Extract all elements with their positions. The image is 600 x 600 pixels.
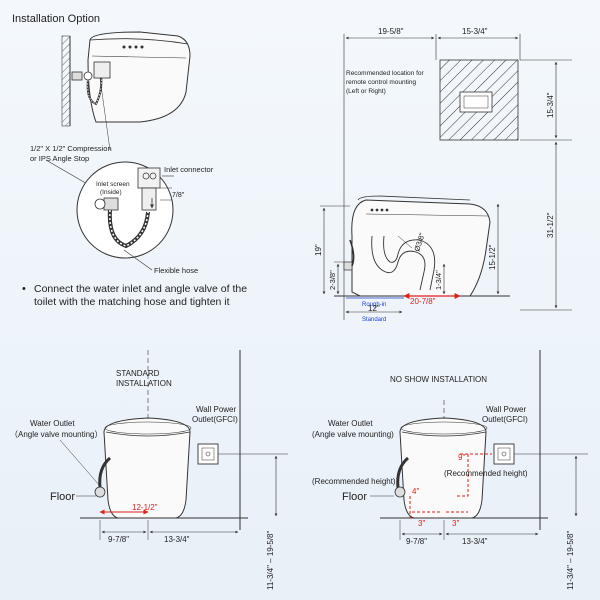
- dim-2-3-8: 2-3/8": [328, 270, 337, 290]
- inlet-screen-1: Inlet screen: [96, 181, 130, 188]
- noshow-water-outlet-2: (Angle valve mounting): [312, 430, 394, 439]
- dim-7-8: 7/8": [172, 192, 185, 199]
- dim-19: 19": [314, 244, 323, 256]
- noshow-dim-9: 9": [458, 453, 465, 462]
- dim-1-3-4: 1-3/4": [434, 270, 443, 290]
- dim-top-left: 19-5/8": [378, 27, 404, 36]
- noshow-dim-9-7-8: 9-7/8": [406, 537, 427, 546]
- noshow-water-outlet-1: Water Outlet: [328, 419, 373, 428]
- std-water-outlet-1: Water Outlet: [30, 419, 75, 428]
- bullet: •: [22, 283, 26, 295]
- hose-std: [98, 456, 112, 489]
- dim-20-7-8: 20-7/8": [410, 297, 436, 306]
- noshow-power-2: Outlet(GFCI): [482, 415, 528, 424]
- toilet-front-noshow: [399, 417, 488, 519]
- noshow-dim-13-3-4: 13-3/4": [462, 537, 488, 546]
- instruction-line-1: Connect the water inlet and angle valve …: [34, 283, 247, 295]
- toilet-side-profile: [343, 195, 491, 297]
- toilet-front-std: [103, 417, 192, 519]
- remote-label-3: (Left or Right): [346, 88, 386, 95]
- noshow-power-1: Wall Power: [486, 405, 526, 414]
- inlet-screen-2: (Inside): [100, 189, 122, 196]
- noshow-dim-4: 4": [412, 487, 419, 496]
- std-heading-2: INSTALLATION: [116, 379, 172, 388]
- remote-label-1: Recommended location for: [346, 70, 425, 77]
- wall-hatch: [61, 35, 71, 127]
- leader-zoom: [99, 77, 111, 151]
- panel1-title: Installation Option: [12, 13, 100, 25]
- rec-line-right: [456, 454, 469, 497]
- noshow-heading: NO SHOW INSTALLATION: [390, 375, 487, 384]
- standard-label: Standard: [362, 317, 386, 323]
- compression-label-1: 1/2" X 1/2" Compression: [30, 144, 112, 153]
- compression-label-2: or IPS Angle Stop: [30, 154, 89, 163]
- remote-label-2: remote control mounting: [346, 79, 416, 86]
- angle-valve-small: [71, 61, 111, 106]
- inlet-connector-label: Inlet connector: [164, 165, 214, 174]
- std-power-1: Wall Power: [196, 405, 236, 414]
- std-dim-12-half: 12-1/2": [132, 503, 158, 512]
- hose-noshow: [396, 456, 410, 489]
- valve-noshow: [394, 486, 406, 498]
- leader-hose: [123, 249, 153, 271]
- noshow-rec-height-right: (Recommended height): [444, 469, 528, 478]
- noshow-dim-3-b: 3": [452, 519, 459, 528]
- panel-standard-installation: STANDARD INSTALLATION Water Outlet （Angl…: [10, 350, 288, 590]
- detail-circle: [76, 161, 174, 259]
- panel-dimensions: 19-5/8" 15-3/4" Recommended location for…: [314, 27, 572, 323]
- dim-15-half: 15-1/2": [488, 244, 497, 270]
- noshow-dim-3-a: 3": [418, 519, 425, 528]
- noshow-dim-vertical: 11-3/4" – 19-5/8": [566, 530, 575, 590]
- dim-top-right: 15-3/4": [462, 27, 488, 36]
- std-heading-1: STANDARD: [116, 369, 160, 378]
- std-dim-9-7-8: 9-7/8": [108, 535, 129, 544]
- std-water-outlet-2: （Angle valve mounting）: [10, 430, 103, 439]
- std-floor-label: Floor: [50, 491, 75, 503]
- flexible-hose-label: Flexible hose: [154, 266, 198, 275]
- valve-std: [94, 486, 106, 498]
- dim-12: 12": [368, 304, 380, 313]
- noshow-rec-height-left: (Recommended height): [312, 477, 396, 486]
- panel-no-show-installation: NO SHOW INSTALLATION Water Outlet (Angle…: [312, 350, 588, 590]
- dim-remote-h: 15-3/4": [546, 92, 555, 118]
- dim-total-h: 31-1/2": [546, 212, 555, 238]
- std-dim-vertical: 11-3/4" – 19-5/8": [266, 530, 275, 590]
- toilet-side-view-small: [87, 31, 191, 123]
- instruction-line-2: toilet with the matching hose and tighte…: [34, 296, 230, 308]
- std-power-2: Outlet(GFCI): [192, 415, 238, 424]
- rough-in-label: Rough-in: [362, 302, 386, 308]
- noshow-floor-label: Floor: [342, 491, 367, 503]
- panel-installation-option: Installation Option 1/2" X 1/2" Compress…: [12, 13, 247, 308]
- std-dim-13-3-4: 13-3/4": [164, 535, 190, 544]
